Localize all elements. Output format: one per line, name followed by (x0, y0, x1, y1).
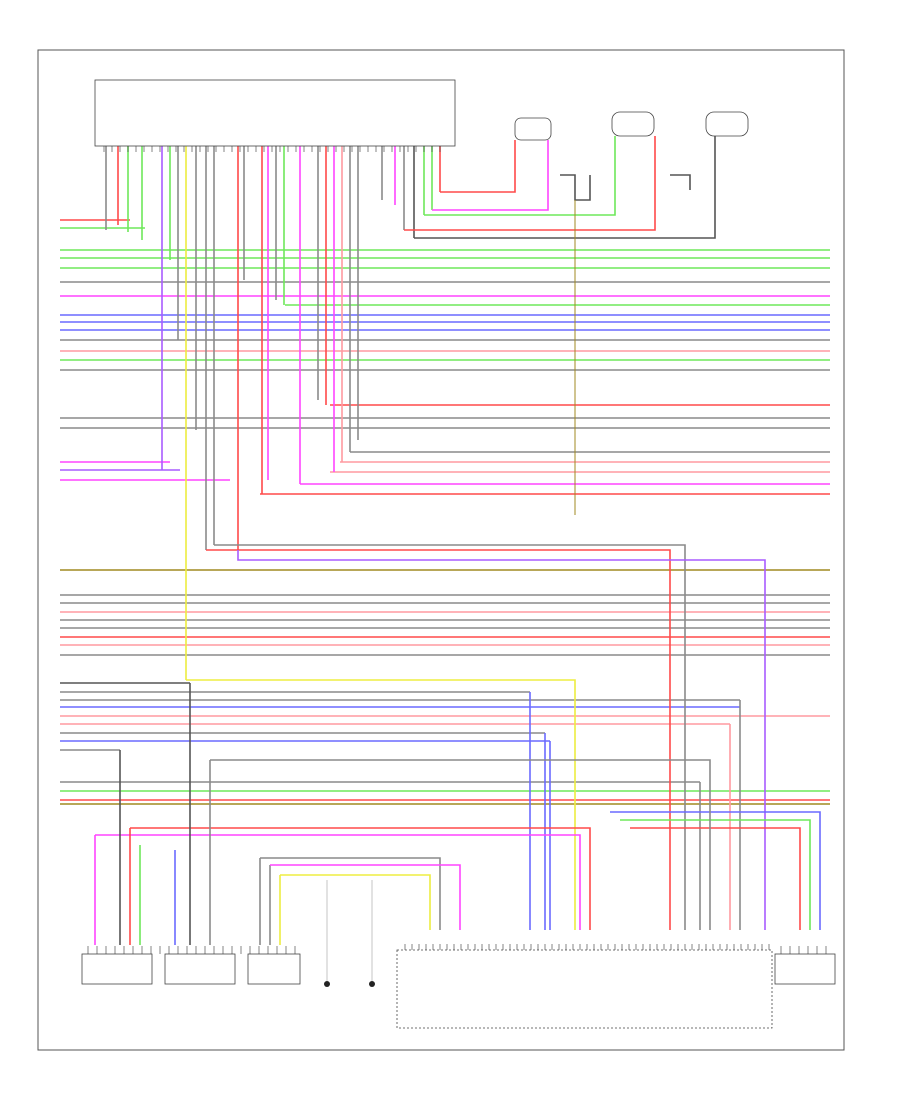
center-sensor (247, 953, 301, 985)
run-violet-1 (237, 550, 766, 930)
cs-wire-top (260, 857, 441, 930)
left-sensor-1 (81, 953, 153, 985)
cam-sensor-1 (514, 117, 552, 141)
cam1-wire-b (432, 140, 549, 211)
bottom-control-module (396, 949, 773, 1029)
cam3-wire-a (414, 136, 716, 239)
run-green-1 (620, 819, 811, 930)
cam2-wire-a (424, 136, 616, 216)
run-red-1 (206, 549, 671, 930)
ground-point-1 (324, 981, 330, 987)
cam-shield-1 (560, 174, 591, 201)
diagram-frame (37, 49, 845, 1051)
top-main-module (94, 79, 456, 147)
left-sensor-2 (164, 953, 236, 985)
run-red-2 (630, 827, 801, 930)
cam-sensor-3 (705, 111, 749, 137)
cs-wire-top-c (280, 874, 431, 930)
cam2-wire-b (404, 136, 656, 231)
ls1-wire-top-b (130, 827, 591, 930)
cam-shield-2 (670, 174, 691, 190)
cam1-wire-a (440, 140, 516, 193)
cam-sensor-2 (611, 111, 655, 137)
ls2-wire-top (210, 759, 711, 930)
run-yellow-1 (186, 679, 576, 930)
component-layer (81, 79, 836, 1029)
ls1-wire-top (95, 834, 581, 930)
run-blue-4 (610, 811, 821, 930)
right-sensor (774, 953, 836, 985)
cs-wire-top-b (270, 864, 461, 930)
ground-point-2 (369, 981, 375, 987)
run-gray-1 (214, 544, 686, 930)
wire-layer (60, 136, 830, 981)
